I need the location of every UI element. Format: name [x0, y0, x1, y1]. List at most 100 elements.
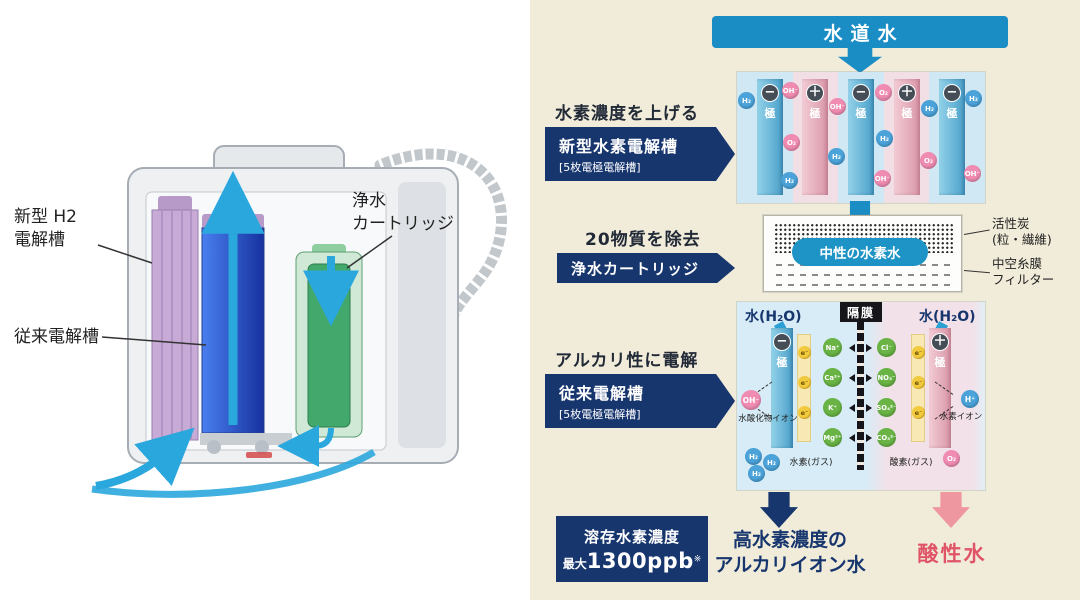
label-cartridge-line2: カートリッジ — [352, 213, 454, 234]
flow-diagram: 水道水 − 極 ＋ 極 − 極 ＋ 極 − 極 H₂ — [530, 0, 1080, 600]
label-cartridge-line1: 浄水 — [352, 191, 386, 211]
electron-icon: e⁻ — [912, 346, 925, 359]
oxygen-gas-bubble: O₂ — [943, 450, 960, 467]
minus-pole-icon: − — [773, 333, 791, 351]
arrow-down-icon — [838, 45, 882, 73]
electron-icon: e⁻ — [798, 406, 811, 419]
ion-bubble: O₂ — [783, 134, 800, 151]
electron-icon: e⁻ — [912, 376, 925, 389]
stage1-electrolysis-panel: − 極 ＋ 極 − 極 ＋ 極 − 極 H₂ OH⁻ O₂ H₂ O — [737, 72, 985, 203]
anion-bubble: NO₃⁻ — [877, 368, 896, 387]
ion-bubble: H₂ — [828, 148, 845, 165]
migrate-left-icon — [845, 404, 855, 412]
tap-water-banner: 水道水 — [712, 16, 1008, 48]
ion-bubble: H₂ — [781, 172, 798, 189]
device-illustration — [91, 145, 507, 498]
migrate-left-icon — [845, 374, 855, 382]
callout-line — [963, 270, 990, 274]
stage2-tag-sub: [5枚電極電解槽] — [559, 408, 641, 421]
filter-tag-title: 浄水カートリッジ — [571, 259, 700, 278]
stage1-tag-title: 新型水素電解槽 — [559, 137, 679, 156]
minus-pole-icon: − — [943, 84, 961, 102]
membrane-label: 隔膜 — [840, 302, 882, 322]
stage1-heading: 水素濃度を上げる — [555, 104, 699, 124]
ion-bubble: H₂ — [921, 100, 938, 117]
cation-bubble: Ca²⁺ — [823, 368, 842, 387]
ion-bubble: H₂ — [876, 130, 893, 147]
migrate-left-icon — [845, 344, 855, 352]
filter-tag: 浄水カートリッジ — [557, 253, 735, 283]
electron-icon: e⁻ — [798, 376, 811, 389]
migrate-left-icon — [845, 434, 855, 442]
label-lines — [97, 235, 393, 346]
anion-bubble: Cl⁻ — [877, 338, 896, 357]
hydroxide-ion: OH⁻ — [741, 390, 761, 410]
electron-icon: e⁻ — [798, 346, 811, 359]
hydroxide-label: 水酸化物イオン — [738, 414, 798, 424]
label-cartridge: 浄水 カートリッジ — [352, 190, 454, 236]
callout-activated-carbon: 活性炭 (粒・繊維) — [992, 216, 1052, 248]
hydrogen-gas-bubble: H₂ — [763, 454, 780, 471]
water-in-left: 水(H₂O) — [745, 309, 802, 325]
ion-bubble: O₂ — [920, 152, 937, 169]
hydrogen-gas-bubble: H₂ — [748, 465, 765, 482]
fiber-line — [776, 274, 951, 276]
migrate-right-icon — [866, 344, 876, 352]
electrode-negative: − 極 — [848, 79, 874, 195]
cation-bubble: K⁺ — [823, 398, 842, 417]
migrate-right-icon — [866, 374, 876, 382]
neutral-water-pill: 中性の水素水 — [792, 238, 928, 266]
ion-bubble: O₂ — [875, 84, 892, 101]
stage2-heading: アルカリ性に電解 — [555, 351, 699, 371]
label-new-h2-line1: 新型 H2 — [14, 207, 78, 227]
plus-pole-icon: ＋ — [806, 84, 824, 102]
alkaline-output-arrow-icon — [760, 492, 798, 528]
hydrogen-ion-label: 水素イオン — [939, 412, 983, 422]
electrode-positive: ＋ 極 — [894, 79, 920, 195]
stage1-tag: 新型水素電解槽 [5枚電極電解槽] — [545, 127, 735, 181]
minus-pole-icon: − — [852, 84, 870, 102]
minus-pole-icon: − — [761, 84, 779, 102]
migrate-right-icon — [866, 404, 876, 412]
dissolved-hydrogen-box: 溶存水素濃度 最大1300ppb※ — [556, 516, 708, 582]
stage1-tag-sub: [5枚電極電解槽] — [559, 161, 641, 174]
migrate-right-icon — [866, 434, 876, 442]
dh-value-line: 最大1300ppb※ — [562, 548, 702, 573]
electrode-negative: − 極 — [939, 79, 965, 195]
new-h2-tank — [151, 196, 199, 441]
electrode-negative: − 極 — [757, 79, 783, 195]
alkaline-water-result: 高水素濃度の アルカリイオン水 — [714, 529, 866, 576]
water-flow-arrows — [91, 170, 376, 498]
acidic-output-arrow-icon — [932, 492, 970, 528]
ion-bubble: OH⁻ — [829, 98, 846, 115]
dh-title: 溶存水素濃度 — [583, 527, 680, 546]
cation-bubble: Mg²⁺ — [823, 428, 842, 447]
ion-bubble: H₂ — [738, 92, 755, 109]
anion-bubble: SO₄²⁻ — [876, 398, 897, 417]
ion-bubble: H₂ — [965, 90, 982, 107]
cation-bubble: Na⁺ — [823, 338, 842, 357]
anion-bubble: CO₃²⁻ — [876, 428, 897, 447]
callout-hollow-fiber: 中空糸膜 フィルター — [992, 256, 1055, 288]
filter-heading: 20物質を除去 — [585, 230, 701, 250]
stage2-electrolysis-panel: 水(H₂O) 水(H₂O) 隔膜 − 極 e⁻ e⁻ e⁻ Na⁺ Ca²⁺ K… — [737, 302, 985, 490]
plus-pole-icon: ＋ — [931, 333, 949, 351]
callout-line — [963, 229, 990, 235]
electron-icon: e⁻ — [912, 406, 925, 419]
oxygen-gas-label: 酸素(ガス) — [889, 458, 933, 468]
dh-note: ※ — [693, 554, 702, 565]
membrane-bar — [857, 322, 864, 470]
label-new-h2-tank: 新型 H2 電解槽 — [14, 206, 77, 252]
stage2-tag: 従来電解槽 [5枚電極電解槽] — [545, 374, 735, 428]
fiber-line — [776, 284, 951, 286]
ion-bubble: OH⁻ — [782, 82, 799, 99]
label-conventional-tank: 従来電解槽 — [14, 327, 99, 347]
anode-plate: ＋ 極 — [929, 328, 951, 448]
hydrogen-gas-bubble: H₂ — [745, 448, 762, 465]
stage2-tag-title: 従来電解槽 — [559, 384, 645, 403]
device-section: 新型 H2 電解槽 浄水 カートリッジ 従来電解槽 — [0, 0, 530, 600]
label-new-h2-line2: 電解槽 — [14, 229, 65, 250]
ion-bubble: OH⁻ — [874, 170, 891, 187]
electrode-positive: ＋ 極 — [802, 79, 828, 195]
